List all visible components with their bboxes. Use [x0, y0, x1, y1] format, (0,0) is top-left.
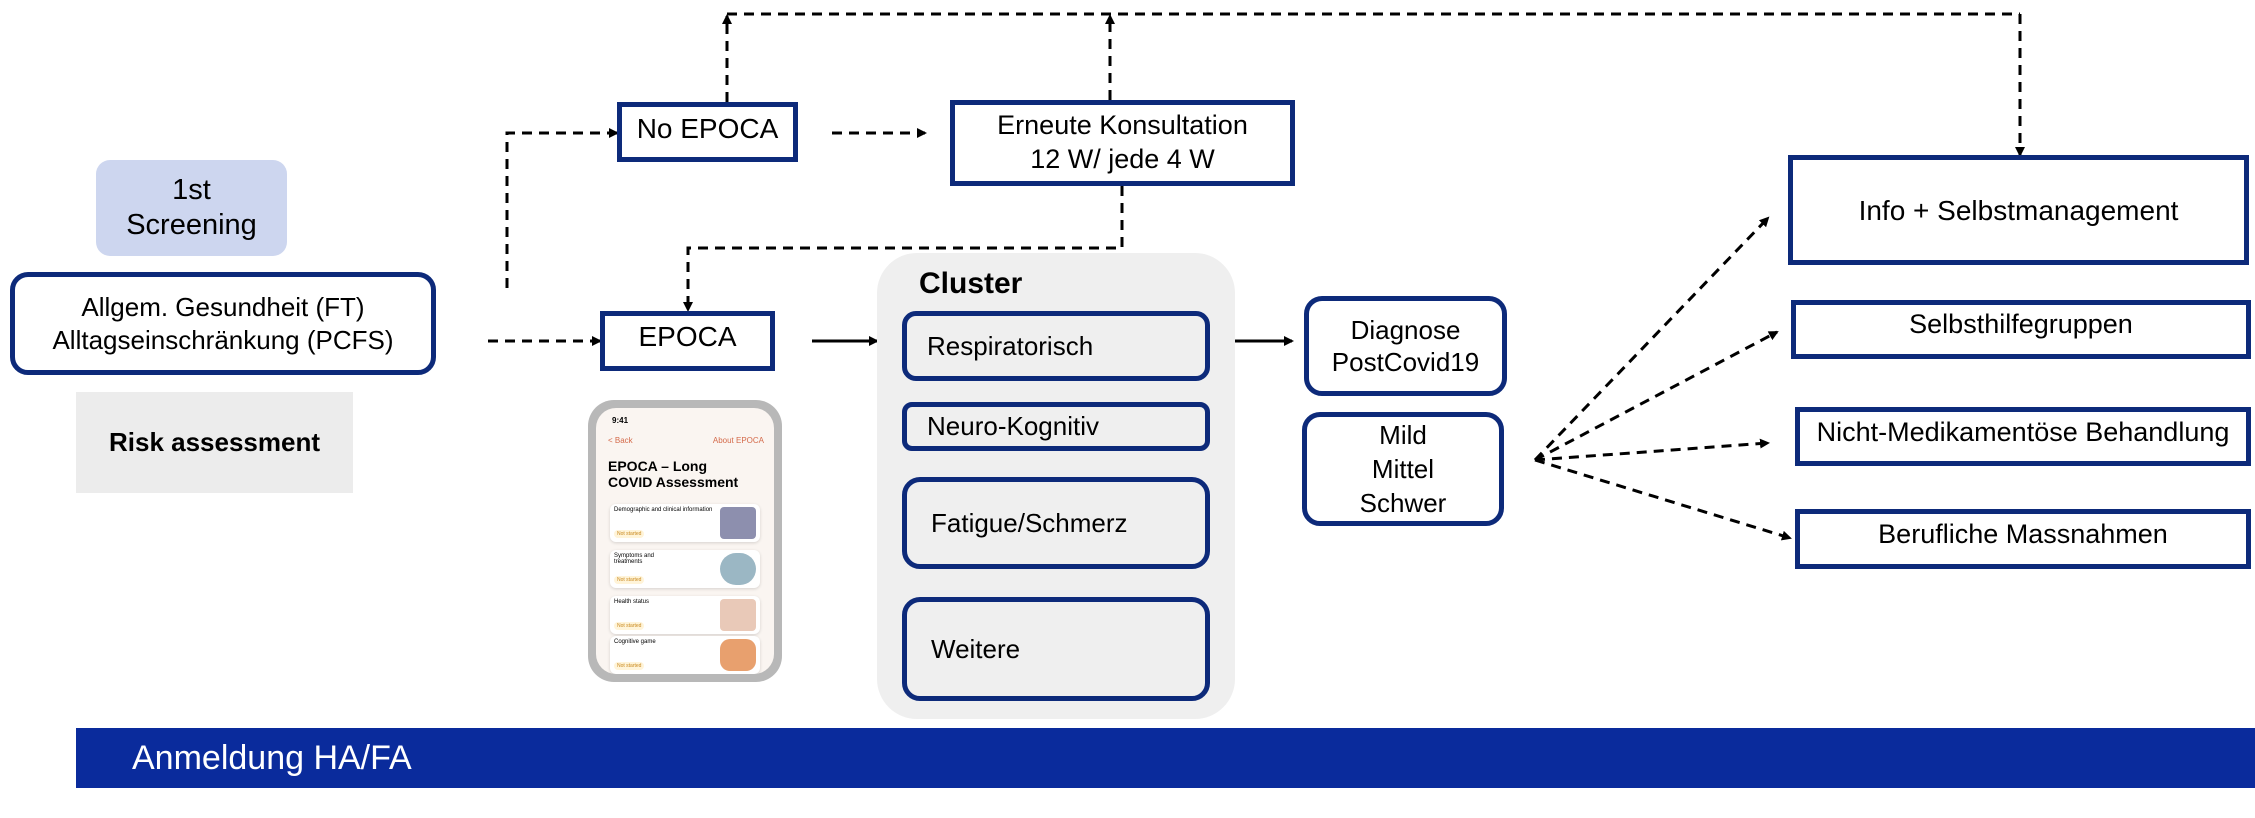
arrow-to-nicht-medikamentoes	[1534, 438, 1770, 462]
phone-about-link[interactable]: About EPOCA	[712, 436, 764, 445]
cluster-item-label: Weitere	[931, 633, 1021, 664]
severity-mittel: Mittel	[1371, 453, 1435, 484]
phone-title-line2: COVID Assessment	[608, 474, 739, 491]
cluster-item-fatigue-schmerz: Fatigue/Schmerz	[902, 477, 1210, 569]
no-epoca-label: No EPOCA	[636, 113, 779, 144]
cluster-item-weitere: Weitere	[902, 597, 1210, 701]
phone-row-label: Cognitive game	[614, 639, 656, 645]
outcome-berufliche-massnahmen: Berufliche Massnahmen	[1795, 509, 2251, 569]
phone-row-label: Demographic and clinical information	[614, 507, 713, 513]
outcome-info-selbstmanagement: Info + Selbstmanagement	[1788, 155, 2249, 265]
cluster-item-label: Fatigue/Schmerz	[931, 507, 1128, 538]
footer-banner: Anmeldung HA/FA	[76, 728, 2255, 788]
cluster-item-label: Respiratorisch	[927, 330, 1094, 361]
epoca-label: EPOCA	[638, 321, 737, 352]
health-line2: Alltagseinschränkung (PCFS)	[52, 324, 394, 355]
arrow-konsultation-to-epoca	[683, 186, 1124, 312]
outcome-selbsthilfegruppen: Selbsthilfegruppen	[1791, 300, 2251, 359]
phone-row-label: Symptoms and treatments	[614, 553, 655, 565]
health-assessment-box: Allgem. Gesundheit (FT) Alltagseinschrän…	[10, 272, 436, 375]
arrow-to-info	[1533, 216, 1770, 462]
arrow-up-to-no-epoca	[505, 128, 619, 288]
phone-row-status: Not started	[614, 622, 645, 630]
diagnose-line2: PostCovid19	[1331, 347, 1480, 377]
illustration-icon	[720, 507, 756, 539]
severity-mild: Mild	[1379, 419, 1427, 450]
cluster-item-respiratorisch: Respiratorisch	[902, 311, 1210, 381]
severity-schwer: Schwer	[1359, 488, 1447, 519]
phone-title: EPOCA – Long COVID Assessment	[608, 458, 738, 490]
cluster-item-neuro-kognitiv: Neuro-Kognitiv	[902, 402, 1210, 451]
phone-screen: 9:41 < Back About EPOCA EPOCA – Long COV…	[596, 408, 774, 674]
severity-box: Mild Mittel Schwer	[1302, 412, 1504, 526]
outcome-label: Info + Selbstmanagement	[1858, 194, 2179, 226]
diagnose-line1: Diagnose	[1350, 314, 1461, 345]
epoca-app-phone-mockup: 9:41 < Back About EPOCA EPOCA – Long COV…	[588, 400, 782, 682]
outcome-label: Berufliche Massnahmen	[1878, 519, 2168, 549]
konsultation-box: Erneute Konsultation 12 W/ jede 4 W	[950, 100, 1295, 186]
risk-label-text: Risk assessment	[108, 427, 321, 457]
phone-back-link[interactable]: < Back	[608, 436, 633, 445]
epoca-box: EPOCA	[600, 311, 775, 371]
cluster-title: Cluster	[919, 267, 1023, 300]
phone-row-health-status[interactable]: Health status Not started	[610, 596, 760, 634]
phone-row-cognitive-game[interactable]: Cognitive game Not started	[610, 636, 760, 674]
phone-row-status: Not started	[614, 662, 645, 670]
phone-title-line1: EPOCA – Long	[608, 458, 708, 474]
konsultation-line1: Erneute Konsultation	[997, 110, 1248, 141]
puzzle-icon	[720, 639, 756, 671]
footer-label: Anmeldung HA/FA	[132, 738, 412, 777]
screening-line1: 1st	[172, 173, 211, 206]
clipboard-icon	[720, 599, 756, 631]
cluster-item-label: Neuro-Kognitiv	[927, 411, 1099, 442]
arrow-to-selbsthilfe	[1534, 330, 1779, 462]
konsultation-line2: 12 W/ jede 4 W	[1030, 144, 1215, 174]
virus-icon	[720, 553, 756, 585]
screening-line2: Screening	[126, 209, 257, 241]
diagnose-box: Diagnose PostCovid19	[1304, 296, 1507, 396]
phone-time: 9:41	[612, 416, 629, 425]
phone-row-symptoms[interactable]: Symptoms and treatments Not started	[610, 550, 760, 588]
outcome-nicht-medikamentoese-behandlung: Nicht-Medikamentöse Behandlung	[1795, 407, 2251, 466]
phone-row-demographic[interactable]: Demographic and clinical information Not…	[610, 504, 760, 542]
phone-row-status: Not started	[614, 576, 645, 584]
screening-label: 1st Screening	[96, 160, 287, 256]
phone-row-status: Not started	[614, 530, 645, 538]
no-epoca-box: No EPOCA	[617, 102, 798, 162]
outcome-label: Selbsthilfegruppen	[1909, 309, 2133, 339]
phone-row-label: Health status	[614, 599, 650, 605]
risk-assessment-label: Risk assessment	[76, 392, 353, 493]
health-line1: Allgem. Gesundheit (FT)	[81, 292, 365, 322]
outcome-label: Nicht-Medikamentöse Behandlung	[1816, 417, 2230, 447]
arrow-to-berufliche	[1534, 458, 1792, 541]
